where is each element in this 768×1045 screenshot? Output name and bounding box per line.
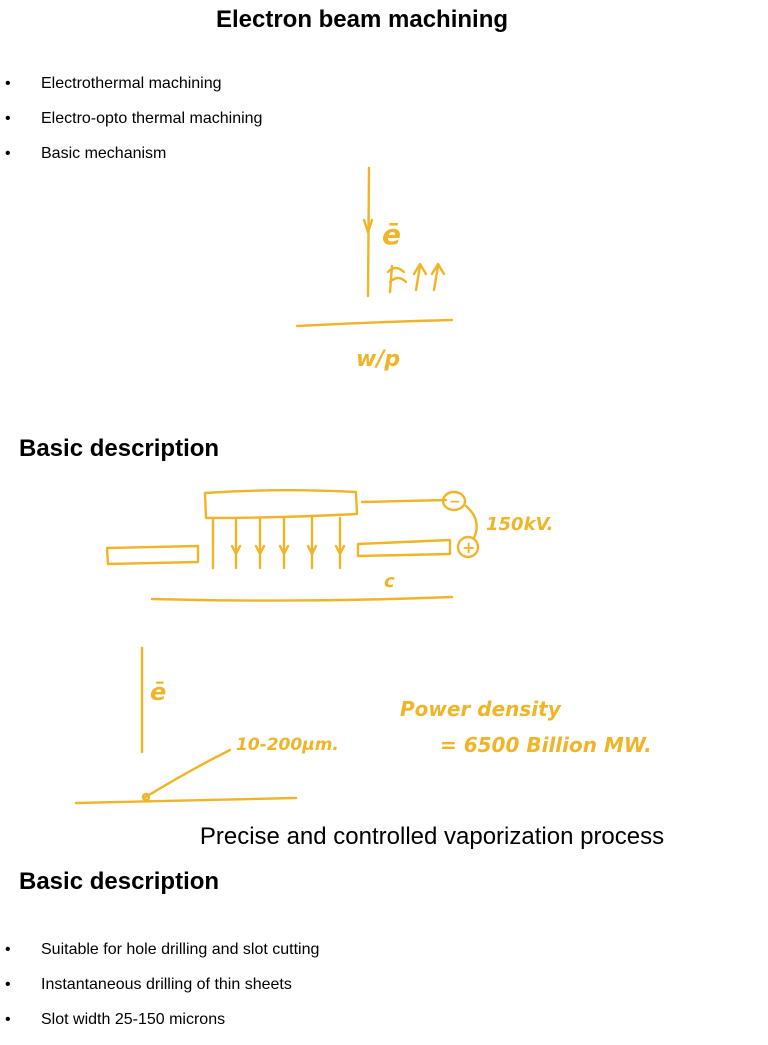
left-plate [105, 544, 200, 566]
beam-lines [211, 516, 342, 570]
spot-pointer [142, 748, 232, 800]
workpiece-label: w/p [356, 347, 400, 372]
section-heading-1: Basic description [19, 435, 220, 462]
cathode-block [203, 489, 359, 520]
spot-sketch: ē 10-200μm. Power density = 6500 Billio… [74, 646, 652, 805]
electron-label: ē [382, 218, 401, 251]
mechanism-sketch: ē w/p [295, 166, 454, 372]
right-plate [356, 538, 452, 558]
heat-arrow-up-2 [430, 262, 446, 292]
list-item-text: Instantaneous drilling of thin sheets [41, 976, 292, 993]
list-item-text: Electrothermal machining [41, 75, 222, 92]
workpiece-surface [295, 318, 454, 328]
heat-scribble [386, 264, 408, 294]
spot-label: 10-200μm. [236, 735, 339, 755]
power-density-label: Power density [400, 697, 562, 721]
heat-arrow-up-1 [412, 262, 428, 292]
list-item-text: Basic mechanism [41, 145, 167, 162]
spot-dot-icon [141, 792, 151, 802]
bullet-icon: • [5, 976, 11, 993]
cathode-label: c [384, 571, 395, 592]
list-item-text: Slot width 25-150 microns [41, 1011, 226, 1028]
caption: Precise and controlled vaporization proc… [199, 823, 665, 850]
power-density-value: = 6500 Billion MW. [440, 733, 652, 757]
workpiece-surface [74, 796, 298, 805]
bullet-icon: • [5, 941, 11, 958]
negative-wire [360, 498, 448, 504]
bullet-icon: • [5, 75, 11, 92]
workpiece-line [150, 595, 454, 602]
page-title: Electron beam machining [215, 6, 509, 33]
bullet-icon: • [5, 1011, 11, 1028]
beam-arrows [230, 544, 346, 556]
beam-arrow-head [362, 218, 374, 234]
positive-terminal-icon [456, 535, 480, 559]
negative-terminal-sign: − [449, 494, 461, 510]
bullet-icon: • [5, 145, 11, 162]
section-heading-2: Basic description [19, 868, 220, 895]
bullet-icon: • [5, 110, 11, 127]
list-item-text: Electro-opto thermal machining [41, 110, 263, 127]
negative-terminal-icon [441, 490, 467, 512]
voltage-brace [464, 504, 478, 540]
voltage-label: 150kV. [486, 514, 554, 535]
electron-label: ē [150, 678, 166, 706]
positive-terminal-sign: + [462, 538, 475, 557]
list-item-text: Suitable for hole drilling and slot cutt… [41, 941, 320, 958]
setup-sketch: − + 150kV. c [105, 489, 554, 602]
